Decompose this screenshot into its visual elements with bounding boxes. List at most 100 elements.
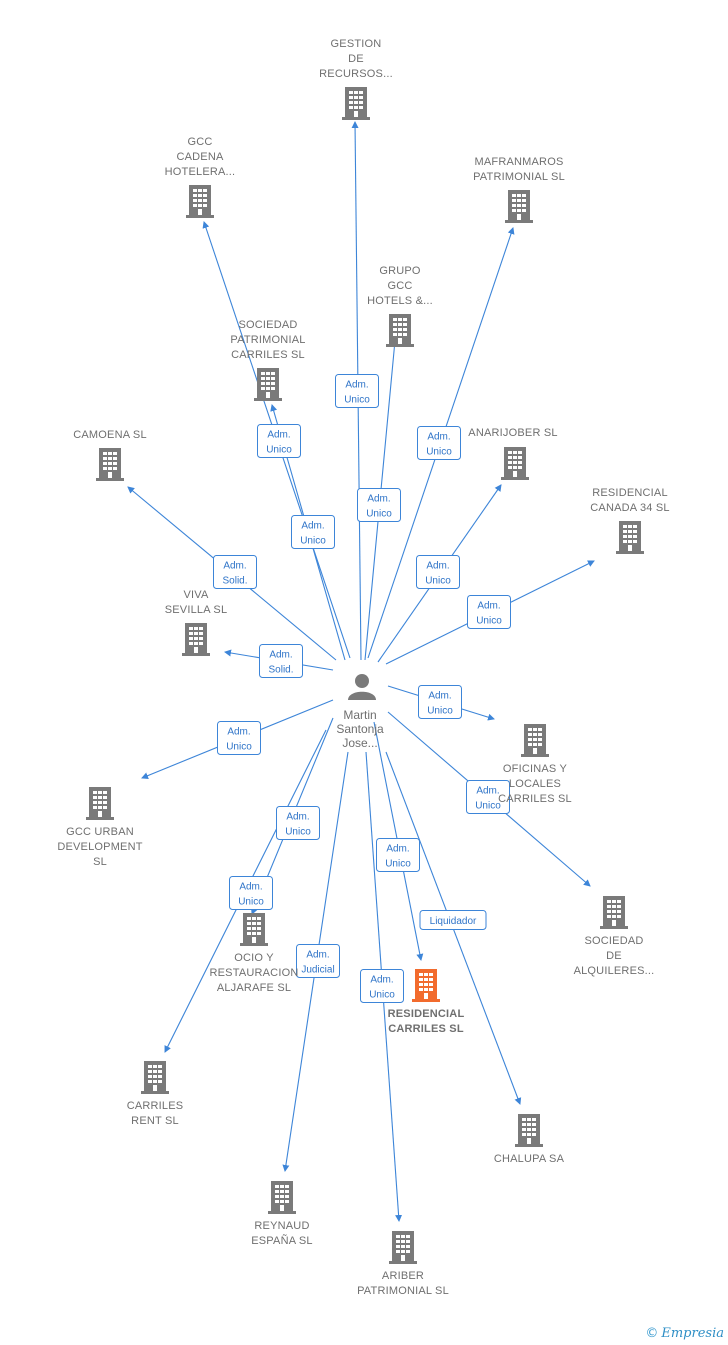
edge-label-box [416,555,460,589]
edge-label-gestion[interactable]: Adm.Unico [335,374,379,408]
edge-label-oficinas[interactable]: Adm. Unico [418,685,462,719]
company-name-line: PATRIMONIAL [230,334,305,346]
edge-label-box [466,780,510,814]
edge-label-text: Adm. [306,950,329,961]
company-name-line: CARRILES SL [498,793,572,805]
company-node-anarijober[interactable]: ANARIJOBER SL [468,427,558,480]
edge-label-box [217,721,261,755]
company-node-gestion[interactable]: GESTIONDERECURSOS... [319,38,393,120]
company-name-line: OFICINAS Y [503,763,568,775]
building-icon [515,1114,543,1147]
company-node-reynaud[interactable]: REYNAUD ESPAÑA SL [251,1181,313,1247]
edge-label-text: Unico [475,801,501,812]
company-name-line: PATRIMONIAL SL [357,1285,449,1297]
building-icon [412,969,440,1002]
edge-label-box [467,595,511,629]
company-name-line: CARRILES [127,1100,184,1112]
person-name-line-1: Martin [343,708,376,722]
building-icon [254,368,282,401]
company-node-ariber[interactable]: ARIBER PATRIMONIAL SL [357,1231,449,1297]
edge-label-box [335,374,379,408]
edge-label-box [291,515,335,549]
edge-label-text: Liquidador [430,916,477,927]
edge-label-gcc-cadena[interactable]: Adm.Unico [257,424,301,458]
company-node-sociedad-alquileres[interactable]: SOCIEDADDEALQUILERES... [574,896,655,977]
building-icon [186,185,214,218]
empresia-logo: Empresia [661,1326,724,1341]
company-name-line: REYNAUD [254,1220,309,1232]
edges-layer [127,121,595,1222]
edge-label-text: Adm. [428,691,451,702]
company-name-line: LOCALES [509,778,561,790]
company-name-line: ARIBER [382,1270,424,1282]
company-node-oficinas[interactable]: OFICINAS Y LOCALES CARRILES SL [498,724,572,805]
edge-label-grupo-gcc[interactable]: Adm. Unico [357,488,401,522]
edge-label-box [213,555,257,589]
edge-label-residencial-carriles[interactable]: Adm.Unico [376,838,420,872]
edge-label-residencial-canada[interactable]: Adm.Unico [467,595,511,629]
edge-labels-layer: Adm.UnicoAdm.UnicoAdm.UnicoAdm.UnicoAdm.… [213,374,511,1003]
company-name-line: HOTELS &... [367,295,433,307]
edge-label-text: Adm. [345,380,368,391]
edge-label-chalupa[interactable]: Liquidador [419,910,487,930]
company-name-line: DE [606,950,622,962]
person-name-line-2: Santonja [336,722,384,736]
edge-label-text: Unico [366,509,392,520]
edge-label-sociedad-alquileres[interactable]: Adm.Unico [466,780,510,814]
person-node[interactable]: Martin Santonja Jose... [336,674,384,750]
edge-label-camoena[interactable]: Adm.Solid. [213,555,257,589]
company-name-line: SEVILLA SL [165,604,228,616]
company-name-line: CHALUPA SA [494,1153,565,1165]
edge-label-box [357,488,401,522]
edge-label-text: Adm. [267,430,290,441]
company-name-line: GCC [387,280,412,292]
edge-label-ariber[interactable]: Adm.Unico [360,969,404,1003]
building-icon [616,521,644,554]
company-node-gcc-cadena[interactable]: GCCCADENAHOTELERA... [165,136,236,218]
company-node-chalupa[interactable]: CHALUPA SA [494,1114,565,1165]
building-icon [86,787,114,820]
edge-label-text: Adm. [427,432,450,443]
person-icon [348,674,376,700]
building-icon [342,87,370,120]
edge-label-carriles-rent[interactable]: Adm.Unico [229,876,273,910]
company-name-line: CAMOENA SL [73,429,147,441]
edge-label-ocio[interactable]: Adm. Unico [276,806,320,840]
edge-label-text: Adm. [286,812,309,823]
edge-label-text: Unico [427,706,453,717]
edge-label-text: Judicial [301,965,334,976]
company-name-line: RESIDENCIAL [388,1008,465,1020]
empresia-watermark: ©Empresia [645,1326,724,1341]
edge-label-text: Solid. [268,665,293,676]
edge-label-text: Adm. [239,882,262,893]
company-name-line: ESPAÑA SL [251,1234,313,1247]
edge-label-sociedad-patrimonial[interactable]: Adm.Unico [291,515,335,549]
edge-label-text: Adm. [367,494,390,505]
edge-label-text: Unico [369,990,395,1001]
edge-label-gcc-urban[interactable]: Adm.Unico [217,721,261,755]
company-name-line: MAFRANMAROS [475,156,564,168]
edge-label-text: Unico [285,827,311,838]
company-name-line: DEVELOPMENT [57,841,142,853]
edge-label-mafranmaros[interactable]: Adm.Unico [417,426,461,460]
edge-label-text: Adm. [386,844,409,855]
edge-label-text: Adm. [426,561,449,572]
edge-label-viva-sevilla[interactable]: Adm.Solid. [259,644,303,678]
building-icon [521,724,549,757]
company-name-line: CANADA 34 SL [590,502,669,514]
edge-label-anarijober[interactable]: Adm.Unico [416,555,460,589]
edge-label-text: Unico [476,616,502,627]
edge-label-reynaud[interactable]: Adm. Judicial [296,944,340,978]
company-node-camoena[interactable]: CAMOENA SL [73,429,147,481]
company-name-line: CARRILES SL [231,349,305,361]
